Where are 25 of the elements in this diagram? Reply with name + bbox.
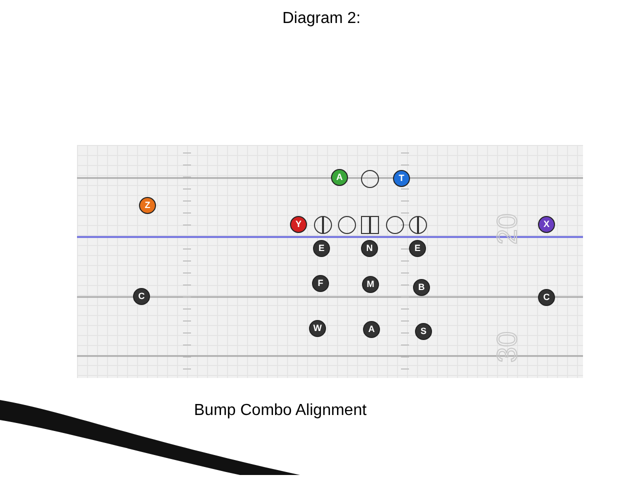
player-marker: A bbox=[363, 321, 380, 338]
diagram-caption: Bump Combo Alignment bbox=[194, 402, 367, 420]
player-marker: E bbox=[409, 240, 426, 257]
split-circle bbox=[409, 216, 427, 234]
player-marker: B bbox=[413, 279, 430, 296]
split-square bbox=[361, 216, 379, 234]
split-circle bbox=[314, 216, 332, 234]
player-marker: W bbox=[309, 320, 326, 337]
player-marker: S bbox=[415, 323, 432, 340]
player-marker: Z bbox=[139, 197, 156, 214]
player-marker: Y bbox=[290, 216, 307, 233]
player-marker: C bbox=[133, 288, 150, 305]
player-marker: A bbox=[331, 169, 348, 186]
diagram-title: Diagram 2: bbox=[281, 10, 362, 28]
empty-circle bbox=[338, 216, 356, 234]
empty-circle bbox=[361, 170, 379, 188]
player-marker: C bbox=[538, 289, 555, 306]
empty-circle bbox=[386, 216, 404, 234]
player-marker: T bbox=[393, 170, 410, 187]
player-marker: X bbox=[538, 216, 555, 233]
player-marker: N bbox=[361, 240, 378, 257]
player-marker: F bbox=[312, 275, 329, 292]
player-marker: M bbox=[362, 276, 379, 293]
player-marker: E bbox=[313, 240, 330, 257]
yard-number: 20 bbox=[494, 213, 522, 245]
